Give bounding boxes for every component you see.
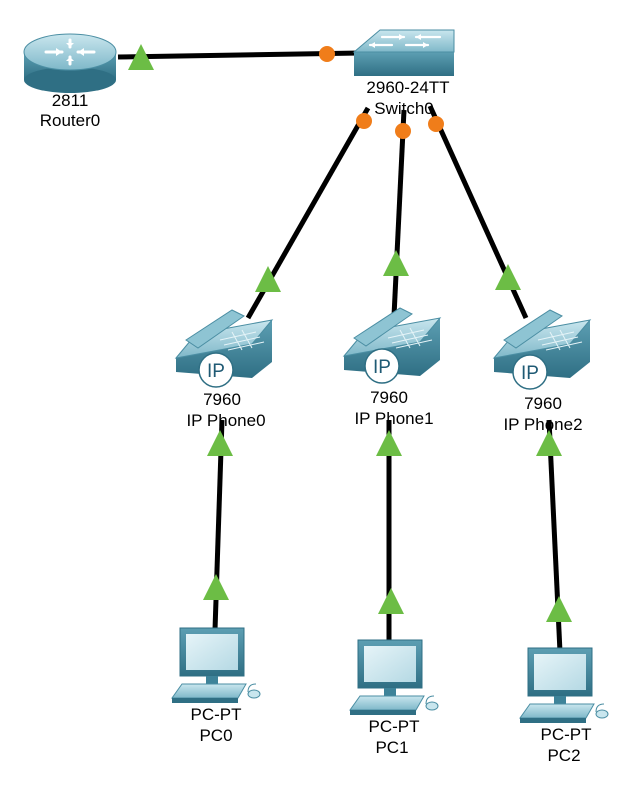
pc1-model-label: PC-PT bbox=[369, 717, 420, 736]
phone2-model-label: 7960 bbox=[524, 394, 562, 413]
link-blocking-indicator bbox=[428, 116, 444, 132]
pc-icon bbox=[171, 627, 261, 703]
router0-model-label: 2811 bbox=[52, 91, 89, 110]
phone2-device[interactable]: IP 7960 IP Phone2 bbox=[492, 309, 592, 434]
switch0-model-label: 2960-24TT bbox=[366, 78, 449, 97]
switch-icon bbox=[352, 29, 455, 76]
ip-phone-icon: IP bbox=[174, 309, 274, 388]
phone1-model-label: 7960 bbox=[370, 388, 408, 407]
link-blocking-indicator bbox=[319, 46, 335, 62]
link-up-indicator bbox=[207, 430, 233, 456]
link-up-indicator bbox=[378, 588, 404, 614]
pc0-name-label: PC0 bbox=[199, 726, 232, 745]
pc2-device[interactable]: PC-PT PC2 bbox=[519, 647, 609, 765]
pc0-device[interactable]: PC-PT PC0 bbox=[171, 627, 261, 745]
router0-name-label: Router0 bbox=[40, 111, 100, 130]
link-up-indicator bbox=[376, 430, 402, 456]
phone0-ip-badge: IP bbox=[207, 361, 225, 382]
ip-phone-icon: IP bbox=[342, 307, 442, 384]
phone1-name-label: IP Phone1 bbox=[354, 409, 433, 428]
pc2-name-label: PC2 bbox=[547, 746, 580, 765]
link-up-indicator bbox=[536, 430, 562, 456]
link-up-indicator bbox=[495, 264, 521, 290]
link-up-indicator bbox=[128, 44, 154, 70]
pc1-device[interactable]: PC-PT PC1 bbox=[349, 639, 439, 757]
phone0-model-label: 7960 bbox=[203, 390, 241, 409]
pc-icon bbox=[519, 647, 609, 723]
link-up-indicator bbox=[255, 266, 281, 292]
phone0-name-label: IP Phone0 bbox=[186, 411, 265, 430]
link-status-layer bbox=[128, 44, 572, 622]
phone1-device[interactable]: IP 7960 IP Phone1 bbox=[342, 307, 442, 428]
link-up-indicator bbox=[383, 250, 409, 276]
ip-phone-icon: IP bbox=[492, 309, 592, 390]
pc2-model-label: PC-PT bbox=[541, 725, 592, 744]
link-up-indicator bbox=[546, 596, 572, 622]
router-icon bbox=[23, 33, 117, 93]
switch0-name-label: Switch0 bbox=[374, 99, 434, 118]
link-switch0-phone1[interactable] bbox=[391, 109, 407, 317]
pc0-model-label: PC-PT bbox=[191, 705, 242, 724]
link-blocking-indicator bbox=[356, 113, 372, 129]
switch0-device[interactable]: 2960-24TT Switch0 bbox=[352, 29, 455, 118]
link-blocking-indicator bbox=[395, 123, 411, 139]
router0-device[interactable]: 2811 Router0 bbox=[23, 33, 117, 130]
phone2-ip-badge: IP bbox=[521, 363, 539, 384]
phone1-ip-badge: IP bbox=[373, 357, 391, 378]
phone0-device[interactable]: IP 7960 IP Phone0 bbox=[174, 309, 274, 430]
pc1-name-label: PC1 bbox=[375, 738, 408, 757]
pc-icon bbox=[349, 639, 439, 715]
link-up-indicator bbox=[203, 574, 229, 600]
phone2-name-label: IP Phone2 bbox=[503, 415, 582, 434]
